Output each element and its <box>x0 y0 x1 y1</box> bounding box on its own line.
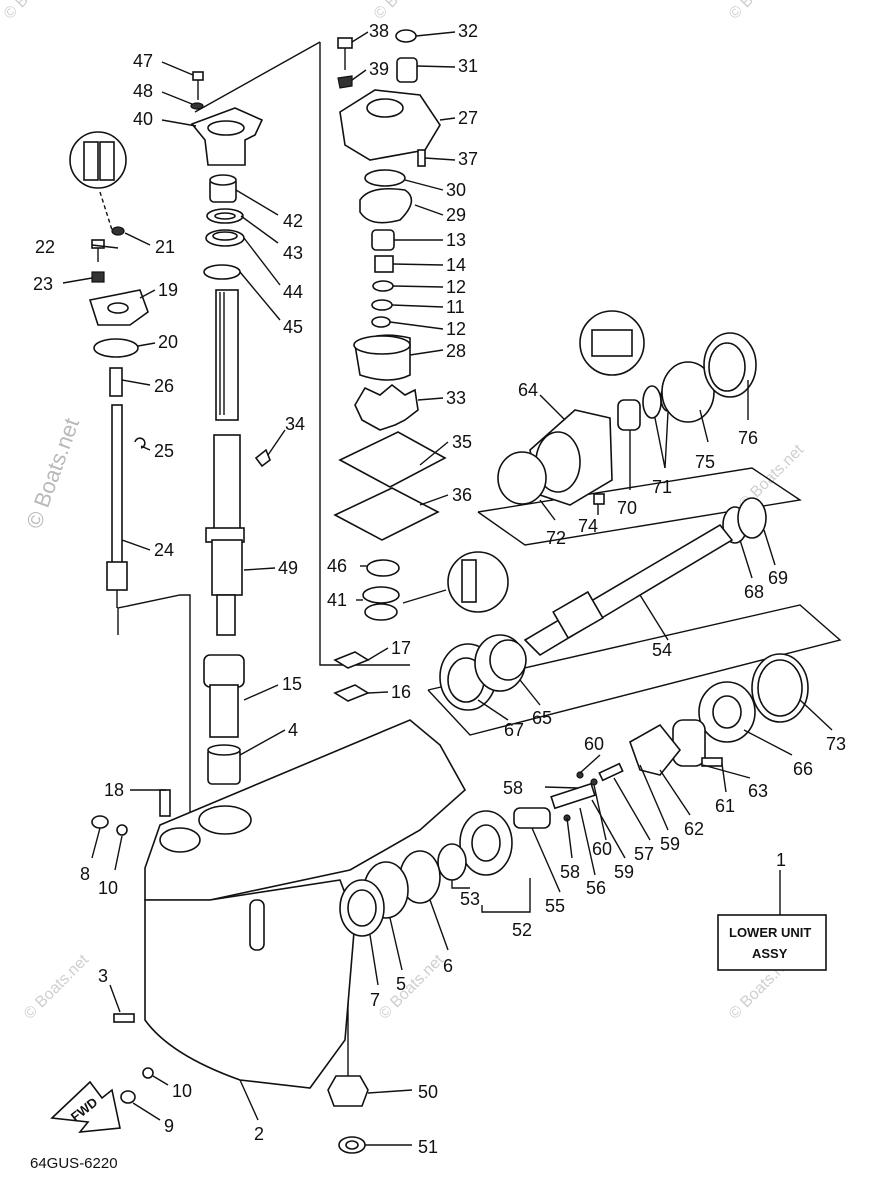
callout-35: 35 <box>452 432 472 452</box>
callout-25: 25 <box>154 441 174 461</box>
callout-20: 20 <box>158 332 178 352</box>
callout-30: 30 <box>446 180 466 200</box>
callout-74: 74 <box>578 516 598 536</box>
callout-59-lower: 59 <box>614 862 634 882</box>
callout-57: 57 <box>634 844 654 864</box>
assembly-frames <box>117 41 842 1080</box>
callout-16: 16 <box>391 682 411 702</box>
callout-45: 45 <box>283 317 303 337</box>
callout-63: 63 <box>748 781 768 801</box>
assy-box-line1: LOWER UNIT <box>729 925 811 940</box>
leader-lines <box>62 31 833 1146</box>
callout-12-upper: 12 <box>446 277 466 297</box>
callout-68: 68 <box>744 582 764 602</box>
callout-52: 52 <box>512 920 532 940</box>
callout-53: 53 <box>460 889 480 909</box>
callout-40: 40 <box>133 109 153 129</box>
callout-58-lower: 58 <box>560 862 580 882</box>
callout-29: 29 <box>446 205 466 225</box>
callout-18: 18 <box>104 780 124 800</box>
callout-38: 38 <box>369 21 389 41</box>
callout-21: 21 <box>155 237 175 257</box>
watermark-side: © Boats.net <box>21 415 84 532</box>
callout-66: 66 <box>793 759 813 779</box>
callout-28: 28 <box>446 341 466 361</box>
callout-13: 13 <box>446 230 466 250</box>
callout-33: 33 <box>446 388 466 408</box>
watermark-top-right: © Boats.net <box>726 0 798 23</box>
callout-7: 7 <box>370 990 380 1010</box>
callout-19: 19 <box>158 280 178 300</box>
watermark-top-mid: © Boats.net <box>371 0 443 23</box>
callout-62: 62 <box>684 819 704 839</box>
watermark-top-left: © Boats.net <box>1 0 73 23</box>
callout-32: 32 <box>458 21 478 41</box>
callout-69: 69 <box>768 568 788 588</box>
callout-65: 65 <box>532 708 552 728</box>
callout-9: 9 <box>164 1116 174 1136</box>
callout-31: 31 <box>458 56 478 76</box>
callout-1: 1 <box>776 850 786 870</box>
callout-labels: 47 48 40 42 43 44 45 22 21 23 19 20 26 2… <box>33 21 846 1157</box>
callout-44: 44 <box>283 282 303 302</box>
callout-58-upper: 58 <box>503 778 523 798</box>
callout-46: 46 <box>327 556 347 576</box>
callout-60-upper: 60 <box>584 734 604 754</box>
callout-43: 43 <box>283 243 303 263</box>
callout-64: 64 <box>518 380 538 400</box>
callout-11: 11 <box>446 297 465 317</box>
callout-3: 3 <box>98 966 108 986</box>
callout-6: 6 <box>443 956 453 976</box>
drive-shaft-assembly <box>190 71 271 785</box>
callout-27: 27 <box>458 108 478 128</box>
callout-10-lower: 10 <box>172 1081 192 1101</box>
callout-71: 71 <box>652 477 672 497</box>
water-pump-assembly <box>333 29 509 702</box>
callout-48: 48 <box>133 81 153 101</box>
callout-23: 23 <box>33 274 53 294</box>
callout-12-lower: 12 <box>446 319 466 339</box>
callout-34: 34 <box>285 414 305 434</box>
callout-2: 2 <box>254 1124 264 1144</box>
callout-73: 73 <box>826 734 846 754</box>
callout-55: 55 <box>545 896 565 916</box>
callout-10-upper: 10 <box>98 878 118 898</box>
callout-4: 4 <box>288 720 298 740</box>
callout-5: 5 <box>396 974 406 994</box>
callout-59-upper: 59 <box>660 834 680 854</box>
callout-50: 50 <box>418 1082 438 1102</box>
callout-75: 75 <box>695 452 715 472</box>
callout-60-lower: 60 <box>592 839 612 859</box>
callout-72: 72 <box>546 528 566 548</box>
callout-14: 14 <box>446 255 466 275</box>
callout-61: 61 <box>715 796 735 816</box>
callout-47: 47 <box>133 51 153 71</box>
callout-39: 39 <box>369 59 389 79</box>
assy-box-line2: ASSY <box>752 946 788 961</box>
callout-49: 49 <box>278 558 298 578</box>
callout-24: 24 <box>154 540 174 560</box>
callout-41: 41 <box>327 590 347 610</box>
callout-22: 22 <box>35 237 55 257</box>
callout-42: 42 <box>283 211 303 231</box>
shift-rod-assembly <box>69 131 149 608</box>
callout-36: 36 <box>452 485 472 505</box>
callout-17: 17 <box>391 638 411 658</box>
lower-unit-assy-box: LOWER UNIT ASSY 1 <box>717 850 827 971</box>
callout-15: 15 <box>282 674 302 694</box>
callout-51: 51 <box>418 1137 438 1157</box>
callout-26: 26 <box>154 376 174 396</box>
callout-56: 56 <box>586 878 606 898</box>
callout-70: 70 <box>617 498 637 518</box>
lower-case: FWD <box>50 719 467 1133</box>
callout-8: 8 <box>80 864 90 884</box>
callout-37: 37 <box>458 149 478 169</box>
diagram-code: 64GUS-6220 <box>30 1155 118 1172</box>
watermark-bottom-mid: © Boats.net <box>376 951 448 1023</box>
callout-76: 76 <box>738 428 758 448</box>
watermark-bottom-left: © Boats.net <box>21 951 93 1023</box>
callout-67: 67 <box>504 720 524 740</box>
callout-54: 54 <box>652 640 672 660</box>
